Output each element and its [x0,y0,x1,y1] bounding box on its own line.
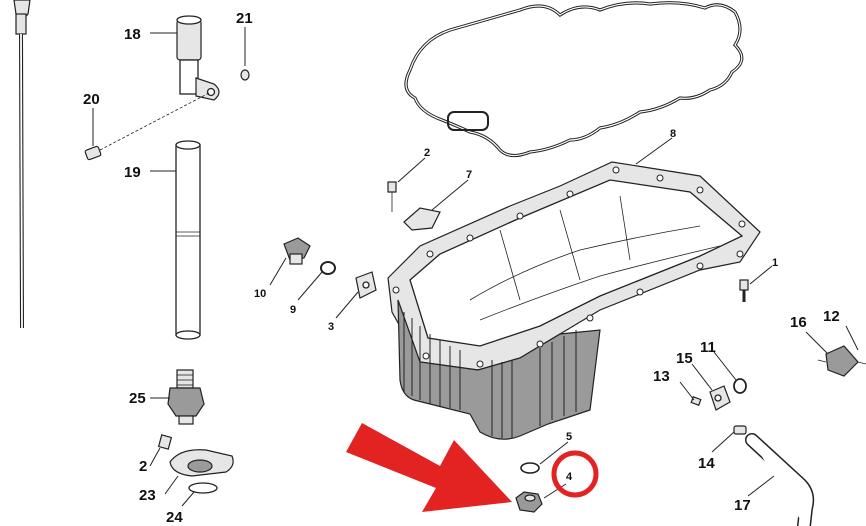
oil-pan-part-8 [387,161,761,440]
gasket-part [404,1,744,158]
drain-plug-part-4 [515,491,543,513]
hose-part-17 [745,433,815,526]
cover-plate-part-23 [157,434,234,494]
callout-4: 4 [566,471,573,483]
sensor-part-15 [709,385,731,411]
bolt-part-1 [739,279,749,302]
callout-20: 20 [83,91,100,108]
callout-14: 14 [698,455,715,472]
callout-10: 10 [254,288,266,300]
red-pointer-arrow [346,423,512,512]
callout-labels: 18 21 20 19 25 2 23 24 2 7 8 10 9 3 1 16… [83,10,840,526]
callout-15: 15 [676,350,693,367]
o-ring-part-5 [520,462,540,474]
bracket-part-3 [355,271,377,299]
leader-lines [92,27,859,507]
callout-17: 17 [734,497,751,514]
callout-2-pan: 2 [424,147,430,159]
callout-3: 3 [328,321,334,333]
fitting-part-14 [733,425,747,435]
callout-2-cover: 2 [139,458,147,475]
o-ring-part-11 [733,378,747,394]
tube-part-19 [175,140,201,340]
highlight-circle [551,450,599,498]
callout-19: 19 [124,164,141,181]
connector-part-16 [817,345,866,377]
callout-24: 24 [166,509,183,526]
callout-21: 21 [236,10,253,27]
bolt-part-20 [84,91,212,161]
callout-1: 1 [772,257,778,269]
washer-part-9 [320,261,336,275]
callout-7: 7 [466,169,472,181]
dipstick [13,0,31,329]
fitting-part-25 [167,369,205,425]
callout-13: 13 [653,368,670,385]
callout-11: 11 [700,339,716,356]
plug-part-10 [283,237,311,265]
callout-18: 18 [124,26,141,43]
callout-23: 23 [139,487,156,504]
tube-upper-part-18 [176,15,220,101]
callout-8: 8 [670,128,676,140]
callout-12: 12 [823,308,840,325]
callout-25: 25 [129,390,146,407]
callout-5: 5 [566,431,572,443]
callout-16: 16 [790,314,807,331]
callout-9: 9 [290,304,296,316]
clip-part-21 [240,69,250,81]
bolt-part-2 [387,181,397,212]
